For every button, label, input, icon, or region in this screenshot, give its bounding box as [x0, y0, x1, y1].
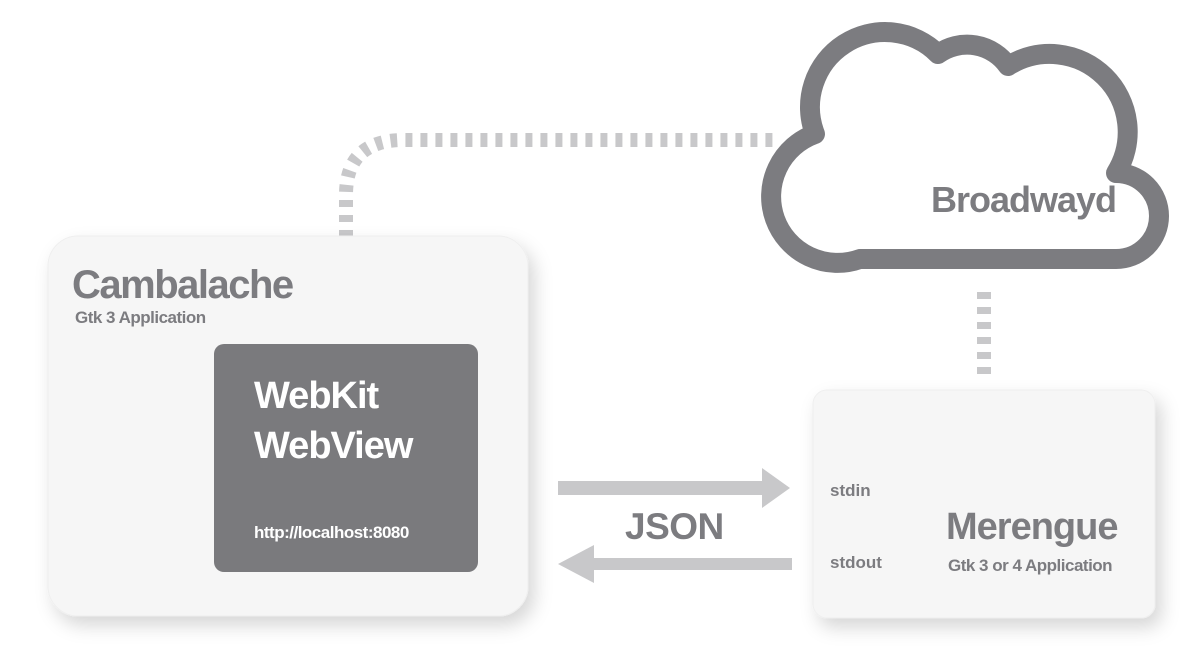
merengue-subtitle: Gtk 3 or 4 Application — [948, 556, 1113, 575]
webview-url: http://localhost:8080 — [254, 523, 409, 542]
arrow-left-icon — [558, 545, 792, 583]
cambalache-title: Cambalache — [72, 263, 294, 307]
webview-title-line1: WebKit — [254, 375, 379, 417]
cambalache-subtitle: Gtk 3 Application — [75, 308, 206, 327]
stdin-label: stdin — [830, 481, 871, 500]
merengue-title: Merengue — [946, 506, 1118, 548]
stdout-label: stdout — [830, 553, 882, 572]
dotted-connector-cambalache-to-broadwayd — [339, 133, 780, 327]
merengue-panel — [812, 389, 1156, 619]
broadwayd-label: Broadwayd — [931, 179, 1117, 220]
arrow-right-icon — [558, 468, 790, 508]
cloud-icon — [761, 22, 1169, 273]
webview-box — [214, 344, 478, 572]
webview-title-line2: WebView — [254, 425, 413, 467]
json-label: JSON — [625, 506, 724, 547]
